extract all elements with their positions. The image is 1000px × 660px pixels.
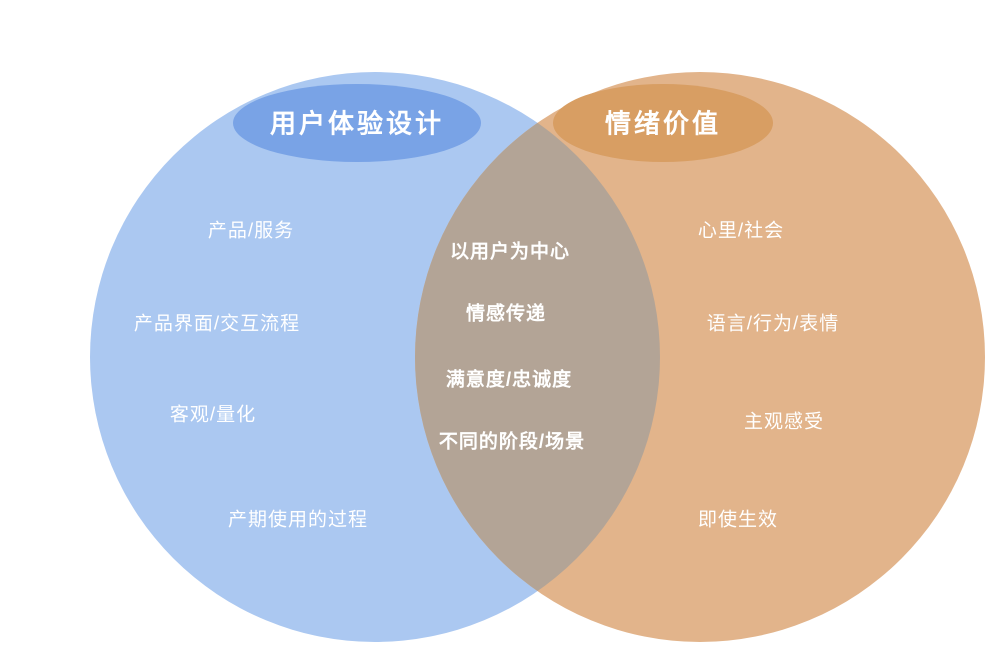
overlap-item-stages-scenes: 不同的阶段/场景 bbox=[438, 431, 586, 453]
overlap-item-user-centered: 以用户为中心 bbox=[449, 241, 571, 263]
left-circle-title: 用户体验设计 bbox=[269, 108, 445, 139]
right-item-psych-social: 心里/社会 bbox=[697, 220, 785, 242]
right-item-immediate-effect: 即使生效 bbox=[697, 509, 779, 531]
left-item-usage-process: 产期使用的过程 bbox=[227, 509, 369, 531]
right-item-language-behavior: 语言/行为/表情 bbox=[706, 313, 840, 335]
overlap-item-emotion-transfer: 情感传递 bbox=[465, 303, 547, 325]
right-item-subjective-feel: 主观感受 bbox=[743, 411, 825, 433]
overlap-item-satisfaction-loyalty: 满意度/忠诚度 bbox=[445, 369, 573, 391]
overlap-region bbox=[415, 72, 660, 642]
left-item-products-services: 产品/服务 bbox=[207, 220, 295, 242]
left-title-ellipse bbox=[233, 84, 481, 162]
right-title-ellipse bbox=[553, 84, 773, 162]
right-circle-title: 情绪价值 bbox=[604, 108, 722, 139]
left-item-objective-quantified: 客观/量化 bbox=[169, 404, 257, 426]
left-item-interface-flow: 产品界面/交互流程 bbox=[133, 313, 301, 335]
